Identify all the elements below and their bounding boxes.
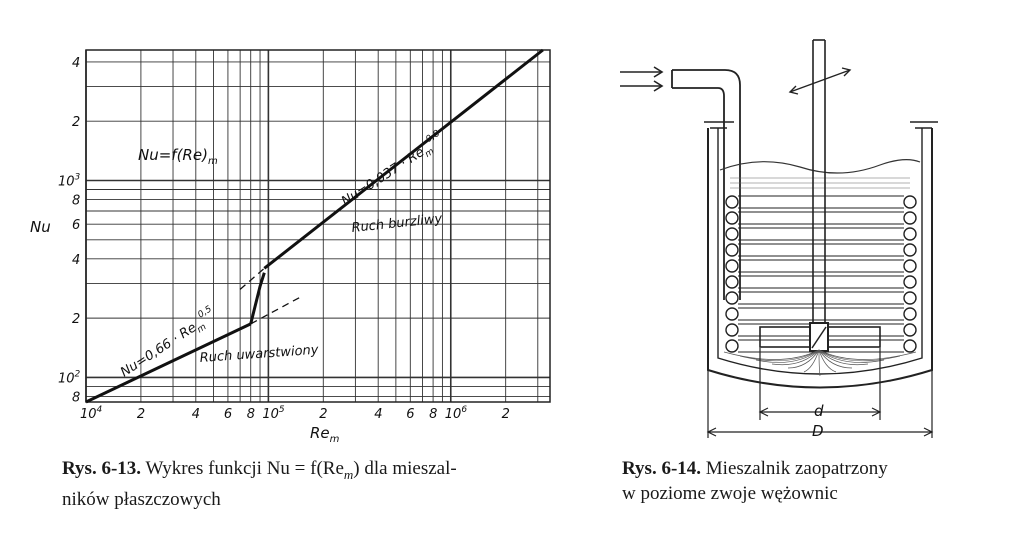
liquid-surface: [719, 159, 921, 174]
grid-vertical-lines: [85, 50, 539, 402]
annotation-turbulent: Ruch burzliwy: [351, 212, 443, 236]
caption-6-14-line2: w poziome zwoje wężownic: [622, 483, 838, 504]
coil-right-end: [903, 259, 917, 273]
x-axis-label: Rem: [310, 424, 340, 445]
y-axis-label: Nu: [30, 218, 51, 236]
liquid-hatching: [730, 177, 910, 189]
series-line-0: [85, 322, 252, 404]
x-tick-label-5: 105: [262, 405, 285, 422]
dimension-d: [758, 348, 882, 420]
flow-lines: [723, 349, 917, 377]
caption-figure-6-14: Rys. 6-14. Mieszalnik zaopatrzony w pozi…: [622, 456, 1002, 506]
coil-left-end: [725, 259, 739, 273]
x-tick-label-0: 104: [80, 405, 103, 422]
series-line-4: [239, 267, 265, 290]
x-tick-label-7: 4: [374, 407, 382, 422]
flow-line: [818, 349, 901, 362]
coil-right-end: [903, 211, 917, 225]
label-d: d: [814, 402, 824, 420]
mixer-diagram: d D: [620, 39, 938, 440]
caption-6-14-line1: Rys. 6-14. Mieszalnik zaopatrzony: [622, 458, 888, 479]
coil-left-end: [725, 243, 739, 257]
impeller-pitch: [811, 326, 827, 349]
coil-left-end: [725, 339, 739, 353]
y-tick-label-6: 103: [58, 172, 81, 189]
label-D: D: [812, 422, 824, 440]
series-line-2: [249, 272, 266, 325]
y-tick-label-0: 8: [72, 390, 80, 405]
flow-line: [723, 349, 820, 360]
coil-left-end: [725, 323, 739, 337]
x-tick-label-4: 8: [247, 407, 255, 422]
caption-6-13-line1: Rys. 6-13. Wykres funkcji Nu = f(Rem) dl…: [62, 458, 457, 482]
y-tick-labels: 8 102 2 4 6 8 103 2 4: [58, 56, 81, 406]
flow-line: [755, 349, 820, 363]
coil-right-end: [903, 323, 917, 337]
x-tick-label-8: 6: [406, 407, 414, 422]
coil-right-end: [903, 339, 917, 353]
annotation-nu-func: Nu=f(Re)m: [138, 146, 218, 167]
flow-line: [803, 349, 820, 373]
coil-right-end: [903, 227, 917, 241]
caption-6-13-line2: ników płaszczowych: [62, 488, 221, 510]
coil-right-end: [903, 291, 917, 305]
flow-line: [818, 349, 885, 363]
x-tick-label-2: 4: [192, 407, 200, 422]
inlet-arrows: [620, 66, 664, 92]
x-tick-label-3: 6: [224, 407, 232, 422]
caption-figure-6-13: Rys. 6-13. Wykres funkcji Nu = f(Rem) dl…: [62, 456, 582, 512]
annotation-eq-laminar: Nu=0,66 · Rem0,5: [116, 304, 221, 383]
coil-right-end: [903, 195, 917, 209]
rotation-arrow-icon: [788, 67, 852, 95]
tank-rim: [704, 121, 938, 129]
flow-line: [771, 349, 820, 366]
series-line-1: [250, 296, 301, 325]
dimension-D: [706, 370, 934, 438]
tank-outer-wall: [707, 128, 933, 389]
flow-line: [787, 349, 820, 369]
coil-left-end: [725, 291, 739, 305]
series-line-3: [263, 48, 544, 270]
coil-right-end: [903, 275, 917, 289]
grid-horizontal-lines: [86, 61, 550, 397]
flow-line: [818, 349, 869, 366]
coil-left-end: [725, 195, 739, 209]
coil-left-end: [725, 227, 739, 241]
flow-line: [818, 349, 917, 360]
x-tick-label-1: 2: [137, 407, 145, 422]
y-tick-label-3: 4: [72, 253, 80, 268]
y-tick-label-1: 102: [58, 369, 81, 386]
x-tick-label-11: 2: [502, 407, 510, 422]
x-tick-label-10: 106: [445, 405, 468, 422]
coil-right-end: [903, 307, 917, 321]
y-tick-label-5: 8: [72, 194, 80, 209]
y-tick-label-2: 2: [72, 312, 80, 327]
x-tick-label-9: 8: [429, 407, 437, 422]
coil-left-end: [725, 275, 739, 289]
flow-line: [739, 349, 820, 362]
flow-line: [818, 349, 853, 369]
annotation-laminar: Ruch uwarstwiony: [199, 343, 319, 366]
stirrer-shaft: [812, 39, 826, 335]
x-tick-label-6: 2: [319, 407, 327, 422]
y-tick-label-7: 2: [72, 115, 80, 130]
coil-left-end: [725, 211, 739, 225]
flow-line: [818, 349, 837, 373]
flow-line: [818, 349, 821, 377]
coil-left-end: [725, 307, 739, 321]
y-tick-label-8: 4: [72, 56, 80, 71]
inlet-pipe: [671, 69, 741, 300]
series-lines: [85, 48, 544, 404]
coil-right-end: [903, 243, 917, 257]
plot-frame: [85, 49, 551, 403]
y-tick-label-4: 6: [72, 218, 80, 233]
